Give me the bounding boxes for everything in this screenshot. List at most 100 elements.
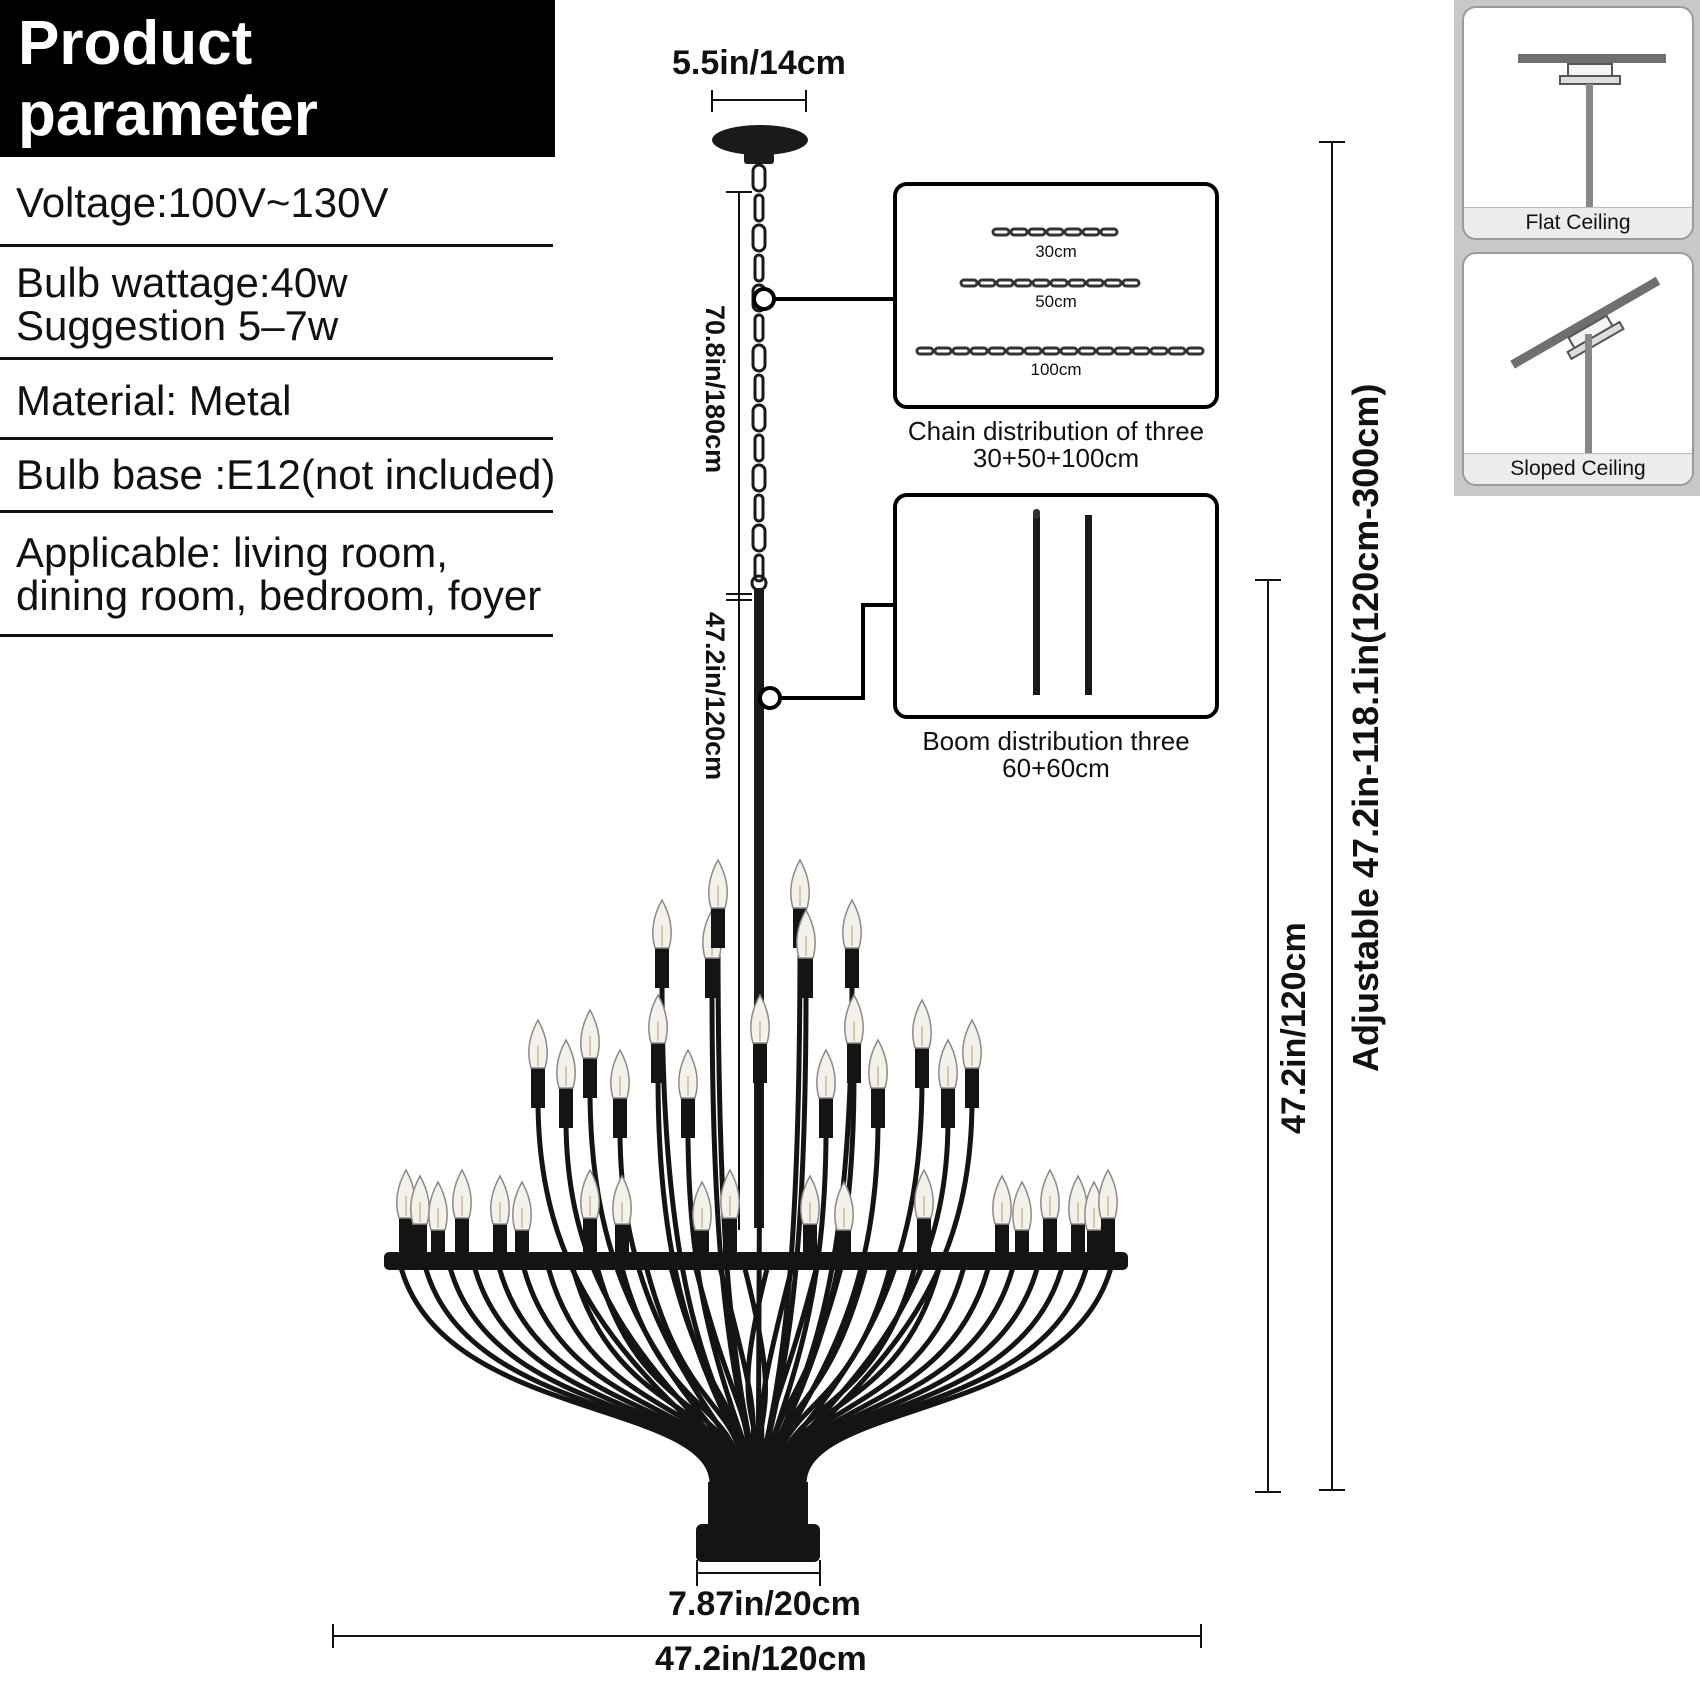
chandelier-arm xyxy=(798,1261,1090,1487)
candle-bulb xyxy=(800,1174,820,1264)
boom-length-label: 47.2in/120cm xyxy=(700,612,730,781)
chain-sample-link xyxy=(1027,227,1047,237)
chandelier-arm xyxy=(785,1261,992,1487)
boom-detail-box xyxy=(893,493,1219,719)
adjustable-height-label: Adjustable 47.2in-118.1in(120cm-300cm) xyxy=(1345,383,1386,1072)
chain-length-50: 50cm xyxy=(1035,292,1077,311)
candle-bulb xyxy=(962,1018,982,1108)
candle-bulb xyxy=(796,908,816,998)
sloped-ceiling-card: Sloped Ceiling xyxy=(1462,252,1694,486)
bottom-width-label: 7.87in/20cm xyxy=(668,1585,861,1623)
chain-sample-link xyxy=(1005,346,1025,356)
param-suggestion-text: Suggestion 5–7w xyxy=(16,302,339,349)
chain-sample-link xyxy=(1063,227,1083,237)
chain-sample-link xyxy=(1077,346,1097,356)
chandelier-arm xyxy=(791,1261,1041,1487)
boom-callout xyxy=(758,603,895,710)
candle-bulb xyxy=(512,1180,532,1270)
upper-arm xyxy=(563,1117,761,1487)
chain-ring xyxy=(750,574,768,592)
candle-bulb xyxy=(912,998,932,1088)
bottom-width-dimension xyxy=(696,1560,821,1586)
chandelier-arm xyxy=(422,1261,718,1487)
chain-sample-link xyxy=(1085,278,1105,288)
param-applicable-text-2: dining room, bedroom, foyer xyxy=(16,572,542,619)
chain-detail-box: 30cm 50cm 100cm xyxy=(893,182,1219,409)
candle-bulb xyxy=(490,1174,510,1264)
candle-bulb xyxy=(1098,1168,1118,1258)
chain-sample-link xyxy=(959,278,979,288)
flat-ceiling-label: Flat Ceiling xyxy=(1464,207,1692,238)
candle-bulb xyxy=(834,1180,854,1270)
upper-arm xyxy=(755,977,855,1487)
chain-sample-link xyxy=(1185,346,1205,356)
chain-length-100: 100cm xyxy=(1030,360,1082,379)
flat-ceiling-card: Flat Ceiling xyxy=(1462,6,1694,240)
candle-bulb xyxy=(452,1168,472,1258)
candle-bulb xyxy=(708,858,728,948)
body-height-label: 47.2in/120cm xyxy=(1275,922,1313,1134)
boom-caption: Boom distribution three 60+60cm xyxy=(880,728,1232,782)
chandelier-arm xyxy=(520,1261,731,1487)
sloped-ceiling-label: Sloped Ceiling xyxy=(1464,453,1692,484)
upper-arm xyxy=(755,1127,829,1487)
hanging-dimension-line xyxy=(726,191,752,1230)
chain-sample-link xyxy=(1059,346,1079,356)
chain-sample-link xyxy=(1013,278,1033,288)
chain-link xyxy=(753,493,765,523)
candle-bulb xyxy=(648,993,668,1083)
param-applicable-text-1: Applicable: living room, xyxy=(16,529,448,576)
chain-sample-link xyxy=(1031,278,1051,288)
chain-sample-link xyxy=(1131,346,1151,356)
chain xyxy=(750,163,768,592)
chain-sample-link xyxy=(969,346,989,356)
candle-bulb xyxy=(720,1168,740,1258)
boom-rods-icon xyxy=(1033,509,1092,695)
chain-link xyxy=(751,343,767,373)
upper-arm xyxy=(659,977,761,1487)
chain-sample-link xyxy=(933,346,953,356)
boom-caption-line2: 60+60cm xyxy=(1002,753,1110,783)
chain-caption-line2: 30+50+100cm xyxy=(972,443,1140,473)
candle-bulb xyxy=(914,1168,934,1258)
candle-bulb xyxy=(580,1008,600,1098)
chandelier-arm xyxy=(801,1261,1115,1487)
param-voltage-text: Voltage:100V~130V xyxy=(16,179,389,226)
chandelier-body xyxy=(384,937,1128,1562)
chain-sample-link xyxy=(1103,278,1123,288)
chain-link xyxy=(753,253,765,283)
chain-sample-link xyxy=(1081,227,1101,237)
candle-bulb xyxy=(556,1038,576,1128)
chain-sample-link xyxy=(1067,278,1087,288)
upper-arm xyxy=(755,1097,975,1487)
chain-sample-link xyxy=(1113,346,1133,356)
chain-sample-link xyxy=(1099,227,1119,237)
chain-link xyxy=(753,193,765,223)
chain-sample-link xyxy=(1149,346,1169,356)
upper-arm xyxy=(755,1072,763,1487)
chain-sample-link xyxy=(1095,346,1115,356)
param-wattage-text: Bulb wattage:40w xyxy=(16,259,348,306)
upper-arm xyxy=(685,1127,761,1487)
canopy-width-dimension xyxy=(711,90,807,112)
chain-link xyxy=(751,403,767,433)
candle-bulb xyxy=(580,1168,600,1258)
chain-sample-link xyxy=(1009,227,1029,237)
page-title: Product parameter xyxy=(0,0,555,157)
chain-sample-link xyxy=(987,346,1007,356)
candle-bulb xyxy=(1068,1174,1088,1264)
chandelier-arm xyxy=(782,1261,968,1487)
candle-bulb xyxy=(1040,1168,1060,1258)
chandelier-arm xyxy=(471,1261,725,1487)
boom-rod xyxy=(754,588,764,1228)
candle-bulb xyxy=(410,1174,430,1264)
upper-arm xyxy=(755,1117,951,1487)
candle-bulb xyxy=(816,1048,836,1138)
param-voltage: Voltage:100V~130V xyxy=(0,157,553,247)
candle-bulb xyxy=(1084,1180,1104,1270)
ceiling-type-panel: Flat Ceiling Sloped Ceiling xyxy=(1454,0,1700,496)
upper-arm xyxy=(535,1097,761,1487)
chain-caption: Chain distribution of three 30+50+100cm xyxy=(880,418,1232,472)
chain-samples-icon xyxy=(915,227,1205,356)
